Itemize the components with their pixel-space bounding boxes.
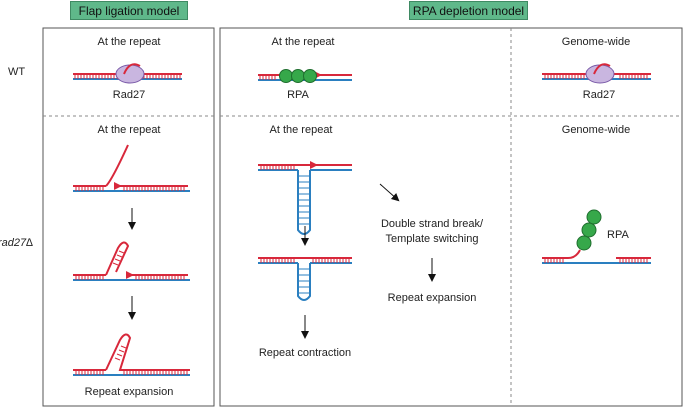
- wt-rpa-duplex: [258, 69, 352, 83]
- genome-wt-rad27-label: Rad27: [582, 89, 616, 101]
- rpa-bead: [303, 69, 317, 83]
- rpa-repeat-contraction: Repeat contraction: [258, 347, 352, 359]
- rpa-bead: [279, 69, 293, 83]
- flap-mutant-at-repeat: At the repeat: [97, 124, 161, 136]
- flap-step-1: [73, 144, 190, 192]
- rad27-protein: [115, 64, 145, 84]
- row-label-wt: WT: [8, 66, 26, 78]
- rpa-bead: [581, 222, 597, 238]
- row-label-rad27-mutant: rad27∆: [0, 237, 33, 249]
- rpa-bead: [586, 209, 602, 225]
- flap-step-2: [73, 241, 190, 281]
- flap-wt-rad27-label: Rad27: [112, 89, 146, 101]
- flap-model-panel: [42, 27, 215, 407]
- rpa-wt-rpa-label: RPA: [287, 89, 309, 101]
- flap-step-3: [73, 333, 190, 376]
- genome-wide-rpa-duplex: [542, 209, 651, 264]
- flap-wt-at-repeat: At the repeat: [97, 36, 161, 48]
- flap-ligation-header: Flap ligation model: [70, 1, 188, 20]
- wt-flap-duplex: [73, 63, 182, 84]
- dsb-label-line-2: Template switching: [385, 233, 479, 245]
- dsb-label-line-1: Double strand break/: [380, 218, 484, 230]
- mutant-genome-wide: Genome-wide: [561, 124, 631, 136]
- flap-repeat-expansion: Repeat expansion: [84, 386, 174, 398]
- rpa-repeat-step-1: [258, 161, 352, 235]
- rpa-mutant-at-repeat: At the repeat: [269, 124, 333, 136]
- genome-mutant-rpa-label: RPA: [607, 229, 629, 241]
- rad27-protein: [585, 64, 615, 84]
- rpa-wt-at-repeat: At the repeat: [271, 36, 335, 48]
- wt-genome-wide: Genome-wide: [561, 36, 631, 48]
- dsb-diagonal-arrow: [379, 183, 400, 202]
- rpa-bead: [291, 69, 305, 83]
- dsb-repeat-expansion: Repeat expansion: [387, 292, 477, 304]
- rpa-repeat-step-2: [258, 257, 352, 301]
- rpa-bead: [576, 235, 592, 251]
- rpa-model-panel: [219, 27, 683, 407]
- wt-genome-wide-duplex: [542, 63, 651, 84]
- rpa-depletion-header: RPA depletion model: [409, 1, 528, 20]
